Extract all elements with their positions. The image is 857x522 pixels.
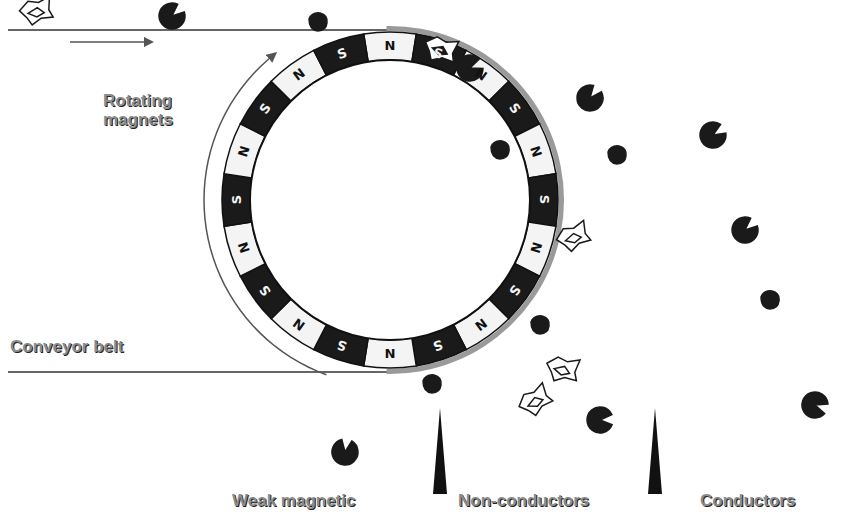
magnetic-particle xyxy=(423,375,441,393)
pole-letter: S xyxy=(428,44,447,61)
magnetic-particle xyxy=(309,13,327,31)
pole-letter: N xyxy=(382,39,398,52)
splitter-blade xyxy=(648,408,662,494)
belt-top xyxy=(8,29,390,31)
magnet-segment xyxy=(364,32,417,62)
non-conductor-particle xyxy=(554,220,593,254)
pole-letter: N xyxy=(235,237,252,256)
magnetic-particle xyxy=(491,141,509,159)
magnetic-particle xyxy=(531,316,549,334)
part-label: Conveyor belt xyxy=(10,338,123,357)
fraction-label: Conductors xyxy=(700,492,795,511)
conductor-particle xyxy=(695,117,731,153)
pole-letter: S xyxy=(230,192,243,208)
magnetic-particle xyxy=(761,291,779,309)
non-conductor-particle xyxy=(544,354,580,384)
magnetic-particle xyxy=(608,146,626,164)
pole-letter: N xyxy=(382,347,398,360)
conductor-particle xyxy=(328,435,361,468)
rotation-arrow xyxy=(204,53,326,374)
particles xyxy=(18,0,830,469)
belt-bottom xyxy=(8,371,390,373)
drum-core xyxy=(250,60,530,340)
conductor-particle xyxy=(800,390,830,420)
fraction-label: Weak magnetic xyxy=(232,492,355,511)
non-conductor-particle xyxy=(18,0,54,27)
magnet-segment xyxy=(528,174,558,227)
fraction-label: Non-conductors xyxy=(458,492,589,511)
belt-arrow xyxy=(70,41,152,43)
conductor-particle xyxy=(575,83,605,113)
part-label: Rotating magnets xyxy=(103,92,213,129)
conductor-particle xyxy=(728,213,761,246)
magnet-segment xyxy=(364,338,417,368)
conductor-particle xyxy=(582,402,618,438)
magnet-ring xyxy=(222,32,558,368)
pole-letter: S xyxy=(538,192,551,208)
non-conductor-particle xyxy=(421,33,458,65)
magnet-segment xyxy=(222,174,252,227)
conductor-particle xyxy=(155,0,188,33)
splitter-blade xyxy=(433,408,447,494)
non-conductor-particle xyxy=(515,383,555,421)
